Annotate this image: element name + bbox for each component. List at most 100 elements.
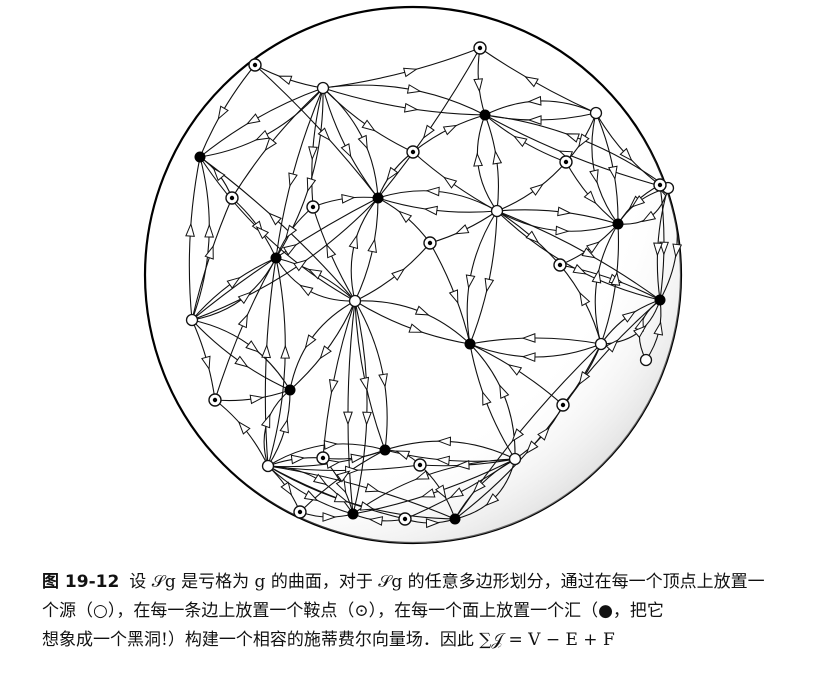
source-to-saddle-line <box>322 300 356 459</box>
flow-arrowhead <box>260 413 271 429</box>
flow-arrowhead <box>299 284 314 297</box>
flow-arrowhead <box>484 277 495 293</box>
flow-arrowhead <box>423 205 438 216</box>
flow-arrowhead <box>285 224 298 239</box>
flow-arrowhead <box>322 512 337 522</box>
flow-arrowhead <box>414 305 430 316</box>
flow-arrowhead <box>455 460 470 470</box>
source-to-sink-line <box>199 87 324 158</box>
saddle-point <box>556 398 570 412</box>
caption-line-3: 想象成一个黑洞!）构建一个相容的施蒂费尔向量场．因此 ∑𝒥 = V − E + … <box>42 630 615 650</box>
source-to-sink-line <box>191 156 210 321</box>
flow-arrowhead <box>249 394 265 405</box>
source-point <box>316 81 330 95</box>
sink-point <box>654 294 666 306</box>
flow-arrowhead <box>336 470 351 483</box>
source-point <box>594 337 608 351</box>
flow-arrowhead <box>277 75 293 85</box>
flow-arrowhead <box>364 482 380 493</box>
flow-arrowhead <box>454 224 470 235</box>
source-point <box>490 204 504 218</box>
flow-arrowhead <box>672 243 683 258</box>
saddle-point <box>398 512 412 526</box>
flow-arrowhead <box>425 518 441 529</box>
flow-arrowhead <box>226 276 241 289</box>
flow-arrowhead <box>290 454 306 465</box>
flow-arrowhead <box>521 352 536 363</box>
source-to-sink-line <box>267 465 456 520</box>
flow-arrowhead <box>237 420 251 435</box>
flow-arrowhead <box>307 268 323 280</box>
flow-arrowhead <box>255 225 270 240</box>
flow-arrowhead <box>391 268 406 281</box>
flow-arrowhead <box>529 183 544 196</box>
source-to-sink-line <box>354 300 388 451</box>
flow-arrowhead <box>511 428 525 443</box>
flow-arrowhead <box>395 450 411 461</box>
sink-point <box>270 252 282 264</box>
source-to-sink-line <box>188 156 201 321</box>
flow-arrowhead <box>348 234 359 250</box>
flow-arrowhead <box>386 166 399 182</box>
flow-arrowhead <box>403 102 419 113</box>
flow-arrowhead <box>435 455 450 466</box>
saddle-point <box>406 145 420 159</box>
source-to-saddle-line <box>231 87 324 199</box>
caption-line-2: 个源（○），在每一条边上放置一个鞍点（⊙），在每一个面上放置一个汇（●，把它 <box>42 601 664 621</box>
sink-point <box>372 192 384 204</box>
flow-arrowhead <box>357 134 368 150</box>
source-to-sink-line <box>352 458 516 515</box>
saddle-point <box>306 200 320 214</box>
flow-arrowhead <box>621 310 637 323</box>
flow-arrowhead <box>308 146 318 161</box>
critical-points <box>185 41 675 526</box>
sink-point <box>464 338 476 350</box>
flow-arrowhead <box>653 242 663 257</box>
flow-arrowhead <box>245 340 260 353</box>
source-to-sink-line <box>352 458 516 515</box>
source-to-sink-line <box>384 440 516 460</box>
flow-arrowhead <box>280 344 291 359</box>
flow-arrowhead <box>341 193 356 204</box>
flow-arrowhead <box>217 105 229 121</box>
flow-arrowhead <box>414 470 430 480</box>
flow-arrowhead <box>572 263 588 275</box>
flow-arrowhead <box>524 76 539 88</box>
source-to-sink-line <box>484 114 669 189</box>
source-to-sink-line <box>322 87 486 116</box>
flow-arrowhead <box>319 345 332 360</box>
flow-arrowhead <box>633 325 647 339</box>
flow-arrowhead <box>555 225 570 236</box>
flow-arrowhead <box>326 243 337 259</box>
flow-arrowhead <box>465 274 476 290</box>
source-point <box>185 313 199 327</box>
flow-arrowhead <box>525 230 540 244</box>
flow-arrowhead <box>420 488 436 498</box>
source-to-sink-line <box>347 300 356 515</box>
flow-arrowhead <box>201 355 211 371</box>
flow-arrowhead <box>362 411 372 426</box>
source-point <box>261 459 275 473</box>
source-point <box>639 353 653 367</box>
flow-arrowhead <box>279 418 289 434</box>
saddle-point <box>225 191 239 205</box>
sink-point <box>612 218 624 230</box>
flow-arrowhead <box>619 147 633 162</box>
flow-arrowhead <box>425 186 440 197</box>
caption-line-1: 设 𝒮g 是亏格为 g 的曲面，对于 𝒮g 的任意多边形划分，通过在每一个顶点上… <box>129 572 765 592</box>
flow-arrowhead <box>605 339 619 353</box>
source-to-sink-line <box>454 343 602 520</box>
flow-arrowhead <box>245 113 261 125</box>
flow-arrowhead <box>631 195 646 208</box>
flow-arrowhead <box>578 370 591 386</box>
flow-arrowhead <box>513 135 528 148</box>
source-to-sink-line <box>469 210 498 345</box>
flow-arrowheads <box>185 67 683 529</box>
flow-arrowhead <box>442 176 458 189</box>
flow-arrowhead <box>436 436 452 447</box>
flow-arrowhead <box>408 323 424 333</box>
source-to-sink-line <box>267 257 286 467</box>
flow-arrowhead <box>482 390 492 406</box>
source-to-sink-line <box>496 210 661 301</box>
